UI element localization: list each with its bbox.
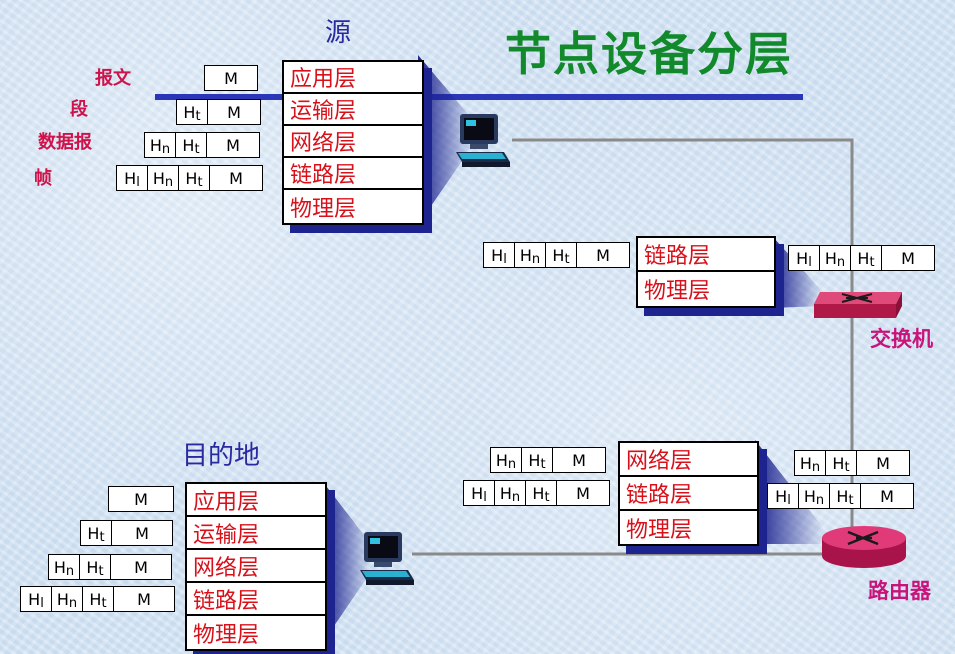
payload-m: M xyxy=(572,450,586,470)
source-layer-transport: 运输层 xyxy=(284,94,422,126)
payload-m: M xyxy=(901,248,915,268)
payload-m: M xyxy=(576,483,590,503)
payload-m: M xyxy=(135,523,149,543)
source-stack-ray xyxy=(418,55,473,225)
packet-message: M xyxy=(204,65,258,91)
computer-icon xyxy=(456,114,510,167)
source-layer-network: 网络层 xyxy=(284,126,422,158)
source-label: 源 xyxy=(325,18,352,48)
payload-m: M xyxy=(227,102,241,122)
switch-protocol-stack: 链路层 物理层 xyxy=(636,236,776,308)
router-protocol-stack: 网络层 链路层 物理层 xyxy=(618,441,759,546)
destination-stack-ray xyxy=(323,482,371,642)
payload-m: M xyxy=(137,589,151,609)
dest-layer-transport: 运输层 xyxy=(187,517,325,550)
router-icon xyxy=(822,526,906,568)
payload-m: M xyxy=(134,557,148,577)
horizontal-bar xyxy=(155,94,803,100)
dest-layer-application: 应用层 xyxy=(187,484,325,517)
payload-m: M xyxy=(134,489,148,509)
unit-label-frame: 帧 xyxy=(34,168,52,189)
router-layer-link: 链路层 xyxy=(620,477,757,511)
destination-protocol-stack: 应用层 运输层 网络层 链路层 物理层 xyxy=(185,482,327,651)
payload-m: M xyxy=(876,453,890,473)
router-label: 路由器 xyxy=(868,578,931,603)
router-layer-physical: 物理层 xyxy=(626,517,693,543)
source-layer-application: 应用层 xyxy=(284,62,422,94)
payload-m: M xyxy=(226,135,240,155)
payload-m: M xyxy=(224,68,238,88)
payload-m: M xyxy=(596,245,610,265)
unit-label-datagram: 数据报 xyxy=(38,132,92,153)
source-layer-link: 链路层 xyxy=(284,158,422,190)
switch-label: 交换机 xyxy=(870,326,933,351)
router-layer-network: 网络层 xyxy=(620,443,757,477)
unit-label-segment: 段 xyxy=(70,99,88,120)
unit-label-message: 报文 xyxy=(95,68,131,89)
source-layer-physical: 物理层 xyxy=(290,196,357,222)
dest-layer-network: 网络层 xyxy=(187,550,325,583)
payload-m: M xyxy=(880,486,894,506)
switch-layer-link: 链路层 xyxy=(638,238,774,272)
switch-stack-ray xyxy=(772,236,822,308)
destination-label: 目的地 xyxy=(182,441,261,471)
computer-icon xyxy=(360,532,414,585)
dest-message: M xyxy=(108,486,174,512)
payload-m: M xyxy=(229,168,243,188)
page-title: 节点设备分层 xyxy=(505,27,793,81)
switch-layer-physical: 物理层 xyxy=(644,279,711,304)
dest-layer-physical: 物理层 xyxy=(193,622,260,648)
switch-icon xyxy=(814,292,902,318)
source-protocol-stack: 应用层 运输层 网络层 链路层 物理层 xyxy=(282,60,424,225)
dest-layer-link: 链路层 xyxy=(187,583,325,616)
